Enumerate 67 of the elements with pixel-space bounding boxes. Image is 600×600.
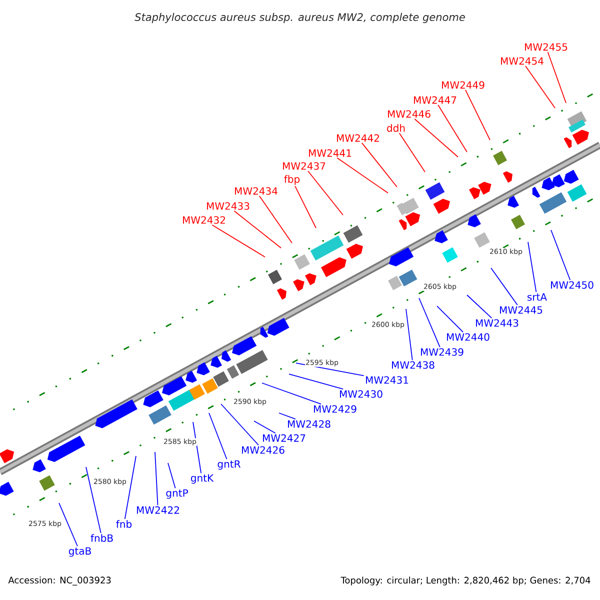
leader-line	[288, 374, 344, 390]
gene-label: gtaB	[68, 547, 91, 557]
gene-label: MW2430	[340, 390, 382, 398]
gene-label: MW2447	[414, 96, 456, 104]
leader-line	[414, 118, 458, 158]
leader-line	[212, 224, 266, 258]
gene-label: gntK	[190, 474, 214, 484]
gene-label: MW2446	[388, 110, 430, 118]
leader-line	[466, 294, 492, 318]
gene-label: MW2439	[421, 348, 464, 356]
gene-label: gntP	[166, 489, 188, 499]
leader-line	[220, 404, 259, 446]
leader-line	[208, 412, 228, 460]
gene-label: MW2432	[183, 216, 225, 224]
gene-label: gntR	[218, 460, 240, 470]
leader-line	[308, 170, 344, 216]
gene-label: MW2422	[137, 506, 179, 514]
gene-label: MW2427	[263, 434, 306, 442]
leader-line	[168, 462, 176, 489]
leader-line	[361, 142, 398, 188]
leader-line	[550, 230, 571, 280]
gene-label: MW2443	[476, 319, 518, 327]
leader-line	[436, 306, 464, 332]
gene-label: MW2441	[309, 149, 352, 157]
gene-label: MW2428	[288, 420, 330, 428]
leader-line	[254, 420, 276, 434]
leader-line	[398, 132, 426, 172]
leader-line	[465, 90, 490, 140]
gene-label: MW2440	[447, 333, 490, 341]
gene-label: MW2455	[525, 43, 568, 51]
gene-label: srtA	[528, 293, 547, 301]
footer-text: Topology: circular; Length: 2,820,462 bp; Genes: 2,704	[340, 576, 590, 586]
gene-label: fnb	[116, 520, 132, 528]
leader-line	[259, 196, 292, 244]
gene-label: MW2438	[392, 361, 434, 369]
gene-label: MW2433	[207, 202, 250, 210]
gene-label: fnbB	[90, 534, 113, 542]
leader-line	[406, 308, 413, 360]
gene-label: MW2429	[314, 405, 356, 413]
leader-line	[58, 502, 78, 547]
gene-label: MW2449	[442, 81, 484, 89]
gene-label: MW2450	[551, 281, 594, 289]
gene-label: MW2426	[242, 446, 284, 454]
leader-line	[528, 242, 537, 293]
leader-line	[438, 104, 468, 152]
leader-line	[490, 268, 518, 306]
leader-line	[86, 466, 102, 534]
leader-line	[234, 210, 282, 248]
leader-line	[278, 412, 296, 420]
gene-label: ddh	[387, 124, 405, 132]
gene-label: fbp	[284, 175, 300, 185]
gene-label: MW2434	[235, 187, 278, 195]
gene-label: MW2445	[500, 306, 542, 314]
leader-line	[294, 186, 316, 228]
gene-label: MW2431	[366, 376, 408, 384]
gene-label: MW2454	[501, 57, 544, 65]
leader-line	[124, 456, 136, 520]
leader-line	[154, 452, 158, 506]
gene-label: MW2437	[283, 162, 326, 170]
footer-text: Accession: NC_003923	[8, 576, 111, 586]
leader-line	[547, 52, 566, 104]
leader-line	[525, 66, 556, 108]
leader-line	[336, 157, 388, 194]
gene-label: MW2442	[337, 134, 379, 142]
leader-line	[262, 382, 322, 404]
leader-line	[418, 298, 440, 348]
title: Staphylococcus aureus subsp. aureus MW2, complete genome	[134, 12, 465, 24]
